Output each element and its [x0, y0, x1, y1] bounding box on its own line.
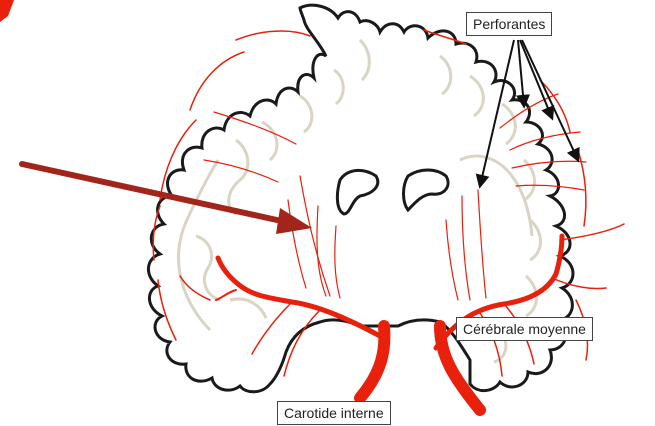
label-carotide-interne: Carotide interne: [277, 401, 391, 425]
label-perforantes: Perforantes: [466, 12, 552, 36]
red-stroke-icon: [0, 0, 14, 22]
label-cerebrale-moyenne: Cérébrale moyenne: [456, 317, 593, 341]
